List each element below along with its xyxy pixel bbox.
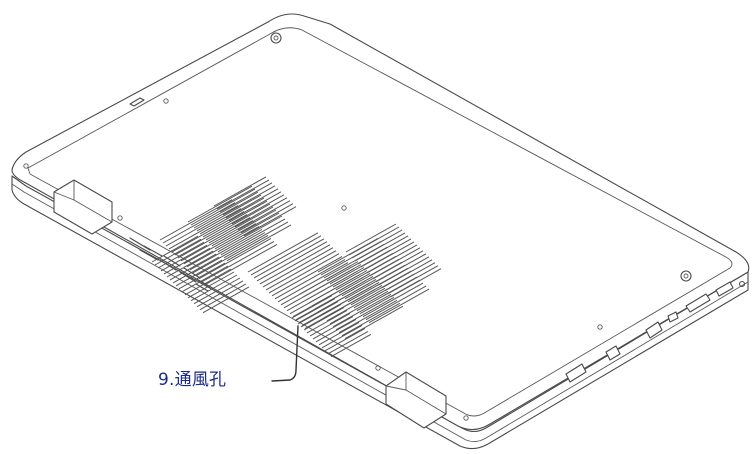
vent-callout-label: 9.通風孔 xyxy=(158,370,227,390)
chassis-seam xyxy=(11,183,749,443)
indicator-slot xyxy=(129,97,145,107)
bottom-cover xyxy=(11,13,750,431)
hinge-left-detail xyxy=(53,179,113,223)
chassis-side xyxy=(11,175,749,450)
screw-holes xyxy=(23,32,692,421)
bottom-cover-edge xyxy=(27,27,733,417)
callout-leader-line xyxy=(271,325,299,382)
right-ports xyxy=(565,280,746,383)
vent-slots xyxy=(151,176,442,358)
hinge-right-detail xyxy=(385,371,447,415)
